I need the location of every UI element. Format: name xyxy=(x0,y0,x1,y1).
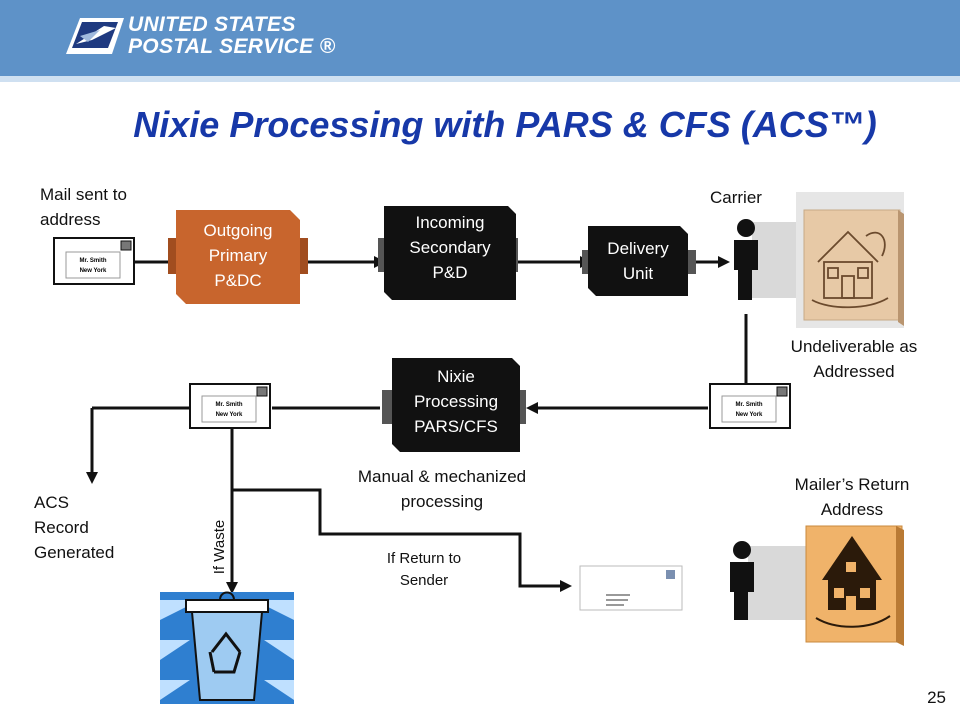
delivery-unit-box xyxy=(582,226,696,296)
envelope-city: New York xyxy=(215,412,243,418)
manual-mechanized-label: Manual & mechanized processing xyxy=(357,467,527,511)
nixie-processing-label: Nixie Processing PARS/CFS xyxy=(413,367,499,436)
envelope-icon xyxy=(53,237,135,285)
if-waste-label: If Waste xyxy=(211,519,228,575)
carrier-label: Carrier xyxy=(710,188,762,207)
recycle-bin-icon xyxy=(160,591,294,704)
envelope-address: Mr. Smith New York xyxy=(722,400,776,420)
envelope-name: Mr. Smith xyxy=(215,402,243,408)
if-return-label: If Return to Sender xyxy=(386,550,462,589)
outgoing-primary-label: Outgoing Primary P&DC xyxy=(203,221,273,290)
house-icon xyxy=(796,192,904,328)
brand-line-1: UNITED STATES xyxy=(128,13,296,36)
return-house-icon xyxy=(805,525,904,646)
envelope-icon xyxy=(709,383,791,429)
envelope-city: New York xyxy=(79,268,107,274)
incoming-secondary-label: Incoming Secondary P&D xyxy=(409,213,491,282)
outgoing-primary-box xyxy=(168,210,308,304)
page-number: 25 xyxy=(927,688,946,707)
mailers-return-label: Mailer’s Return Address xyxy=(794,475,910,519)
nixie-processing-box xyxy=(382,358,526,452)
header-rule xyxy=(0,76,960,82)
usps-eagle-logo xyxy=(66,18,124,54)
return-envelope-icon xyxy=(579,565,683,611)
envelope-name: Mr. Smith xyxy=(79,258,107,264)
header-bar xyxy=(0,0,960,76)
brand-line-2: POSTAL SERVICE ® xyxy=(128,35,336,58)
envelope-address: Mr. Smith New York xyxy=(66,256,120,276)
brand-wordmark: UNITED STATES POSTAL SERVICE ® xyxy=(128,14,335,58)
envelope-city: New York xyxy=(735,412,763,418)
carrier-figure-icon xyxy=(730,541,812,620)
delivery-unit-label: Delivery Unit xyxy=(607,239,669,283)
mail-sent-label: Mail sent to address xyxy=(40,185,127,229)
envelope-address: Mr. Smith New York xyxy=(202,400,256,420)
envelope-icon xyxy=(189,383,271,429)
incoming-secondary-box xyxy=(378,206,518,300)
undeliverable-label: Undeliverable as Addressed xyxy=(790,337,918,381)
envelope-name: Mr. Smith xyxy=(735,402,763,408)
acs-record-label: ACS Record Generated xyxy=(34,493,115,562)
page-title: Nixie Processing with PARS & CFS (ACS™) xyxy=(133,104,877,145)
